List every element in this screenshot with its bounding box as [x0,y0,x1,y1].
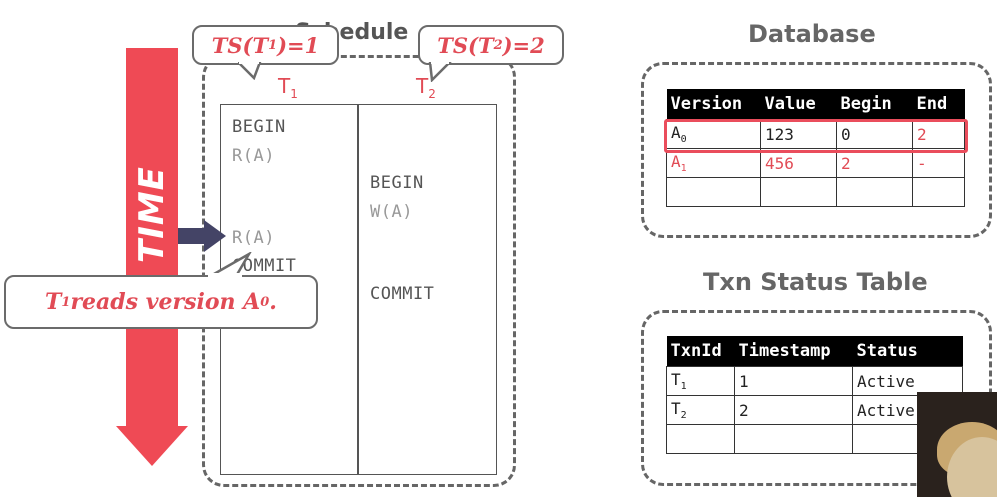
cell-begin: 2 [836,148,913,178]
speaker-webcam [917,392,997,497]
t1-op-read-2: R(A) [232,228,275,248]
version-a0-highlight [664,119,968,153]
txn-status-title: Txn Status Table [703,268,928,296]
cell-version: A0 [666,119,761,149]
txn-header-row: TxnId Timestamp Status [666,336,963,367]
t1-header: T1 [278,74,298,101]
time-label: TIME [132,166,172,264]
schedule-divider [357,104,359,475]
reads-bubble-tail-mask [208,273,242,278]
cell-timestamp: 1 [734,366,853,396]
col-begin: Begin [836,89,913,120]
schedule-frame [202,55,516,487]
cell-end: - [912,148,965,178]
table-row [666,177,965,207]
cell-begin: 0 [836,119,913,149]
t2-header: T2 [416,74,436,101]
t2-op-begin: BEGIN [370,173,424,193]
database-table: Version Value Begin End A0 123 0 2 A1 45… [666,89,965,207]
time-arrow-shaft [126,48,178,430]
t2-op-write: W(A) [370,202,413,222]
cell-version [666,177,761,207]
col-txnid: TxnId [666,336,735,367]
col-version: Version [666,89,761,120]
database-frame [641,62,992,238]
database-header-row: Version Value Begin End [666,89,965,120]
col-status: Status [852,336,963,367]
pointer-arrow-icon [204,220,226,252]
t2-op-commit: COMMIT [370,284,435,304]
pointer-arrow-shaft [178,228,206,244]
ts-t1-bubble-tail [238,62,262,80]
table-row: A1 456 2 - [666,148,965,178]
cell-txnid [666,424,735,454]
cell-txnid: T2 [666,395,735,425]
cell-begin [836,177,913,207]
cell-txnid: T1 [666,366,735,396]
cell-value: 456 [760,148,837,178]
database-table-wrap: Version Value Begin End A0 123 0 2 A1 45… [666,89,965,207]
time-arrow-head [116,426,188,466]
cell-timestamp: 2 [734,395,853,425]
col-end: End [912,89,965,120]
ts-t2-bubble-tail [428,62,452,82]
col-timestamp: Timestamp [734,336,853,367]
cell-end [912,177,965,207]
database-title: Database [748,20,876,48]
cell-version: A1 [666,148,761,178]
t1-op-read-1: R(A) [232,146,275,166]
col-value: Value [760,89,837,120]
cell-value [760,177,837,207]
cell-timestamp [734,424,853,454]
t1-op-commit: COMMIT [232,256,297,276]
t1-op-begin: BEGIN [232,117,286,137]
